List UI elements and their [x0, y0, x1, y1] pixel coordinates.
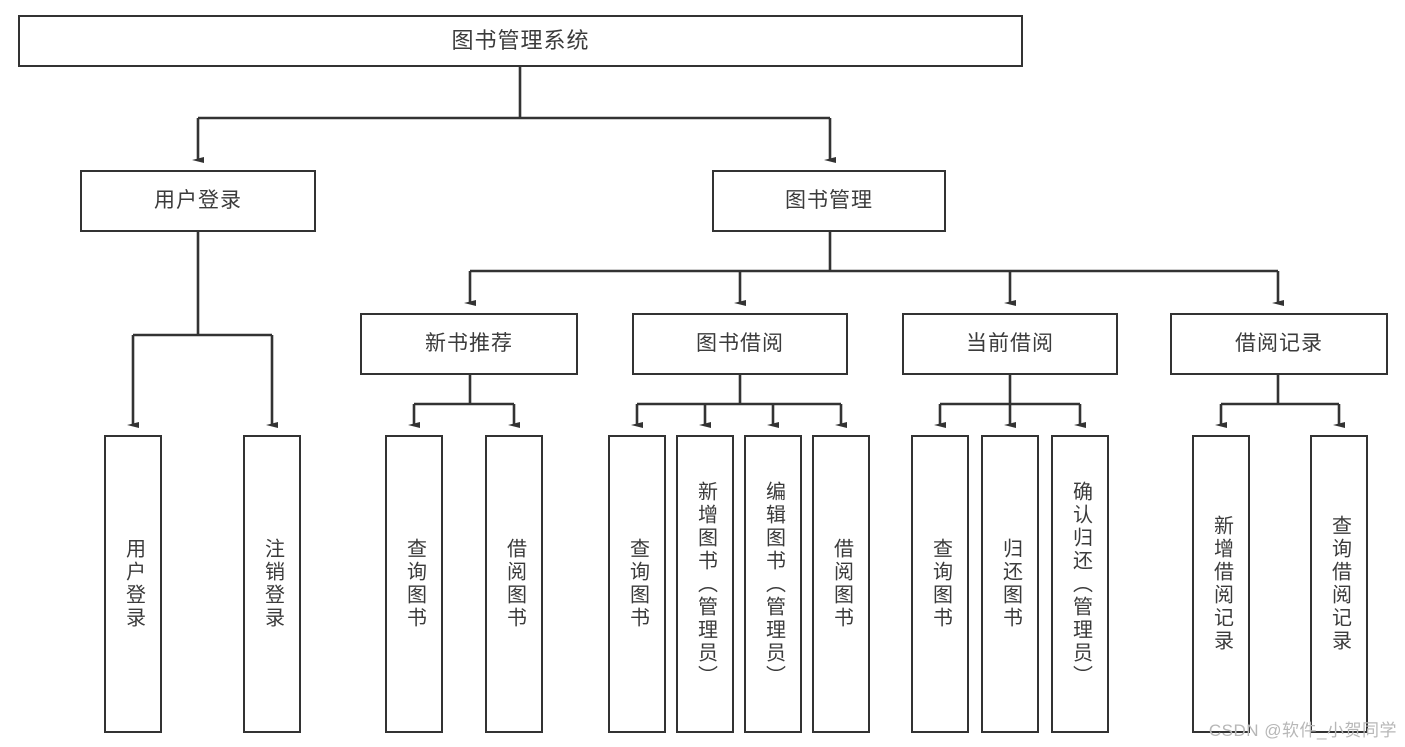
node-new-book-recommend-label: 新书推荐	[425, 331, 513, 355]
node-leaf-confirm-return[interactable]: 确认归还（管理员）	[1051, 435, 1109, 733]
node-root-label: 图书管理系统	[451, 28, 590, 54]
node-leaf-query-borrow-record-label: 查询借阅记录	[1328, 515, 1351, 653]
node-book-borrow[interactable]: 图书借阅	[632, 313, 848, 375]
node-book-manage[interactable]: 图书管理	[712, 170, 946, 232]
node-leaf-user-login-label: 用户登录	[122, 538, 145, 630]
node-leaf-query-book-3-label: 查询图书	[929, 538, 952, 630]
node-leaf-query-book-1-label: 查询图书	[403, 538, 426, 630]
node-leaf-borrow-book-2[interactable]: 借阅图书	[812, 435, 870, 733]
node-leaf-query-book-1[interactable]: 查询图书	[385, 435, 443, 733]
node-leaf-user-login[interactable]: 用户登录	[104, 435, 162, 733]
node-leaf-query-book-3[interactable]: 查询图书	[911, 435, 969, 733]
node-leaf-user-logout[interactable]: 注销登录	[243, 435, 301, 733]
node-current-borrow[interactable]: 当前借阅	[902, 313, 1118, 375]
node-leaf-query-book-2[interactable]: 查询图书	[608, 435, 666, 733]
node-root[interactable]: 图书管理系统	[18, 15, 1023, 67]
node-leaf-return-book-label: 归还图书	[999, 538, 1022, 630]
node-leaf-edit-book[interactable]: 编辑图书（管理员）	[744, 435, 802, 733]
node-leaf-edit-book-label: 编辑图书（管理员）	[762, 480, 785, 688]
node-leaf-borrow-book-1[interactable]: 借阅图书	[485, 435, 543, 733]
node-book-borrow-label: 图书借阅	[696, 331, 784, 355]
node-borrow-record-label: 借阅记录	[1235, 331, 1323, 355]
node-leaf-borrow-book-2-label: 借阅图书	[830, 538, 853, 630]
node-leaf-add-borrow-record[interactable]: 新增借阅记录	[1192, 435, 1250, 733]
node-leaf-add-book-label: 新增图书（管理员）	[694, 480, 717, 688]
node-book-manage-label: 图书管理	[785, 188, 873, 212]
node-leaf-user-logout-label: 注销登录	[261, 538, 284, 630]
node-new-book-recommend[interactable]: 新书推荐	[360, 313, 578, 375]
node-leaf-return-book[interactable]: 归还图书	[981, 435, 1039, 733]
csdn-watermark: CSDN @软件_小贺同学	[1208, 721, 1397, 740]
node-current-borrow-label: 当前借阅	[966, 331, 1054, 355]
node-user-login[interactable]: 用户登录	[80, 170, 316, 232]
node-leaf-query-book-2-label: 查询图书	[626, 538, 649, 630]
node-borrow-record[interactable]: 借阅记录	[1170, 313, 1388, 375]
node-leaf-add-book[interactable]: 新增图书（管理员）	[676, 435, 734, 733]
node-leaf-add-borrow-record-label: 新增借阅记录	[1210, 515, 1233, 653]
node-leaf-query-borrow-record[interactable]: 查询借阅记录	[1310, 435, 1368, 733]
node-leaf-confirm-return-label: 确认归还（管理员）	[1069, 480, 1092, 688]
node-user-login-label: 用户登录	[154, 188, 242, 212]
node-leaf-borrow-book-1-label: 借阅图书	[503, 538, 526, 630]
